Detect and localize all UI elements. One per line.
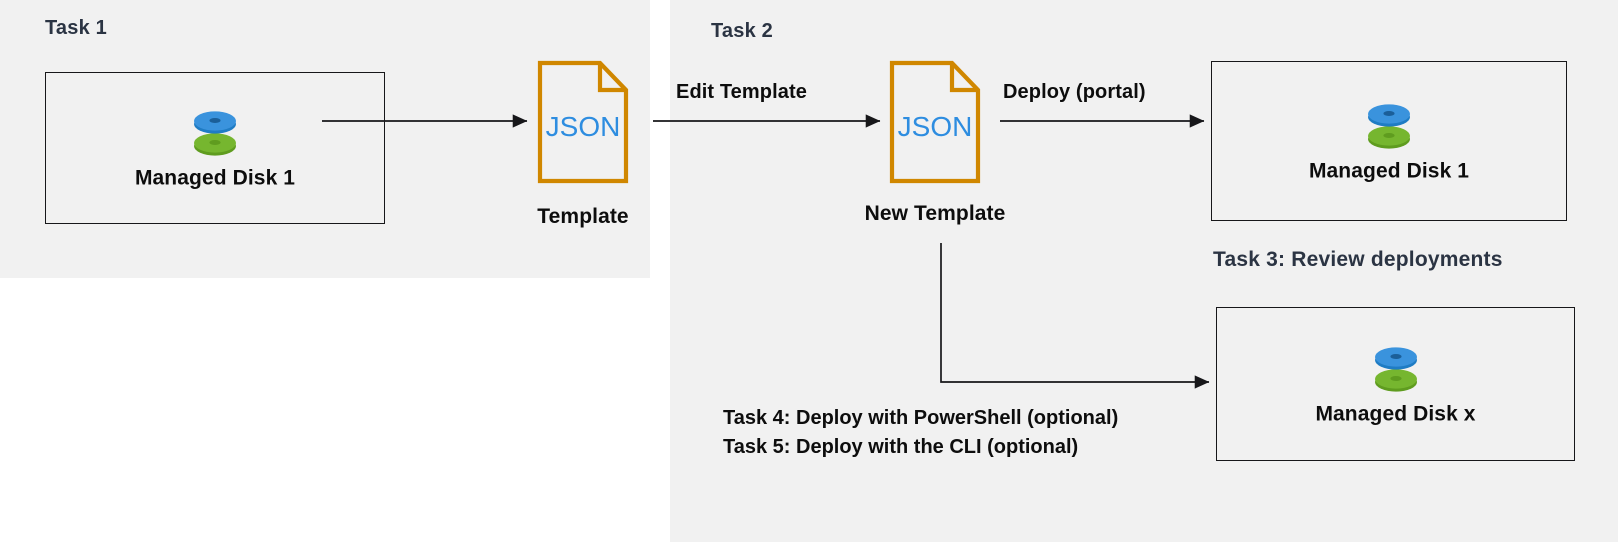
edit-template-arrow-label: Edit Template <box>676 81 807 103</box>
managed-disk-icon <box>1368 342 1424 396</box>
new-template-caption: New Template <box>864 202 1006 225</box>
managed-disk-x-box[interactable]: Managed Disk x <box>1216 307 1575 461</box>
box-content: Managed Disk 1 <box>1212 99 1566 184</box>
managed-disk-icon <box>1361 99 1417 153</box>
task1-heading: Task 1 <box>45 17 107 39</box>
managed-disk-1-label-deployed: Managed Disk 1 <box>1308 159 1470 183</box>
managed-disk-1-box-source[interactable]: Managed Disk 1 <box>45 72 385 224</box>
managed-disk-x-label: Managed Disk x <box>1315 402 1476 426</box>
task5-line: Task 5: Deploy with the CLI (optional) <box>723 436 1079 459</box>
json-document-icon-template[interactable]: JSON <box>537 60 629 184</box>
managed-disk-icon <box>187 106 243 160</box>
managed-disk-1-label-source: Managed Disk 1 <box>134 166 296 190</box>
task3-heading: Task 3: Review deployments <box>1213 248 1503 271</box>
json-document-icon-new-template[interactable]: JSON <box>889 60 981 184</box>
svg-text:JSON: JSON <box>546 111 621 142</box>
template-caption: Template <box>537 205 629 228</box>
deploy-portal-arrow-label: Deploy (portal) <box>1003 81 1146 103</box>
task4-line: Task 4: Deploy with PowerShell (optional… <box>723 407 1119 429</box>
task2-heading: Task 2 <box>711 20 773 42</box>
optional-tasks-note: Task 4: Deploy with PowerShell (optional… <box>723 404 1118 463</box>
box-content: Managed Disk x <box>1217 342 1574 427</box>
svg-text:JSON: JSON <box>898 111 973 142</box>
box-content: Managed Disk 1 <box>46 106 384 191</box>
managed-disk-1-box-deployed[interactable]: Managed Disk 1 <box>1211 61 1567 221</box>
